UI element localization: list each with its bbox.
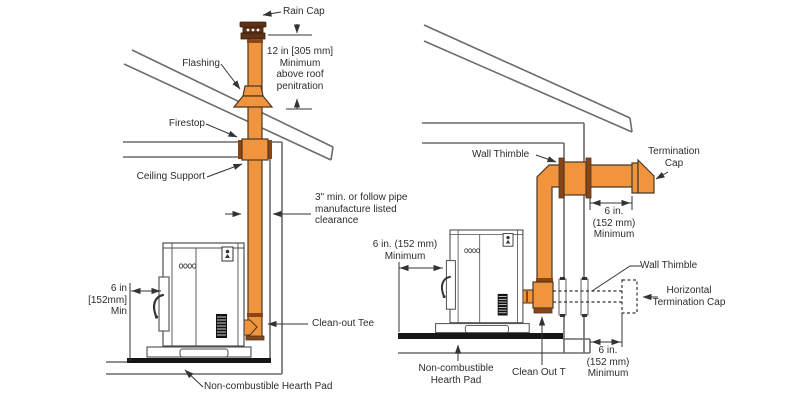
roof-clearance-note: 12 in [305 mm] Minimum above roof penitr… xyxy=(266,46,334,92)
wall-thimble-bottom-label: Wall Thimble xyxy=(640,260,698,271)
left-stove xyxy=(145,241,253,359)
cleanout-tee-label: Clean-out Tee xyxy=(312,318,375,329)
wall xyxy=(563,123,585,353)
hearth-pad-label-left: Non-combustible Hearth Pad xyxy=(204,381,333,392)
right-stove xyxy=(434,229,531,334)
pipe-clearance-note: 3" min. or follow pipe manufacture liste… xyxy=(315,192,408,226)
side-wall-clearance-note: 6 in [152mm] Min xyxy=(88,283,127,317)
ceiling-support-label: Ceiling Support xyxy=(136,171,205,182)
rain-cap xyxy=(239,21,267,40)
hearth-pad-label-right: Non-combustible Hearth Pad xyxy=(418,363,494,386)
ground-clearance-note: 6 in. (152 mm) Minimum xyxy=(586,345,630,379)
firestop-label: Firestop xyxy=(168,118,205,129)
rain-cap-label: Rain Cap xyxy=(283,6,325,17)
flashing-label: Flashing xyxy=(182,58,220,69)
floor xyxy=(106,361,282,375)
firestop-ceiling-support xyxy=(238,138,272,161)
cap-clearance-note: 6 in. (152 mm) Minimum xyxy=(592,206,636,240)
ceiling xyxy=(422,122,584,144)
roof xyxy=(123,49,334,161)
horizontal-vent-pipe xyxy=(536,157,655,283)
floor xyxy=(398,338,591,354)
horizontal-termination-option xyxy=(553,279,638,314)
cleanout-t-label: Clean Out T xyxy=(512,367,566,378)
lower-wall-thimble xyxy=(558,277,589,317)
left-hearth-pad xyxy=(127,358,271,363)
rear-wall-clearance-note: 6 in. (152 mm) Minimum xyxy=(372,239,438,262)
left-view-structure xyxy=(106,49,334,375)
wall-thimble-top-label: Wall Thimble xyxy=(472,149,530,160)
right-cleanout-tee xyxy=(518,281,554,314)
right-hearth-pad xyxy=(398,333,563,339)
flashing xyxy=(232,85,274,108)
horizontal-termination-cap-label: Horizontal Termination Cap xyxy=(652,285,726,308)
roof xyxy=(423,24,633,133)
termination-cap-label: Termination Cap xyxy=(648,146,700,169)
right-annotations xyxy=(398,154,669,365)
left-annotations xyxy=(129,10,312,388)
wall xyxy=(269,142,283,374)
